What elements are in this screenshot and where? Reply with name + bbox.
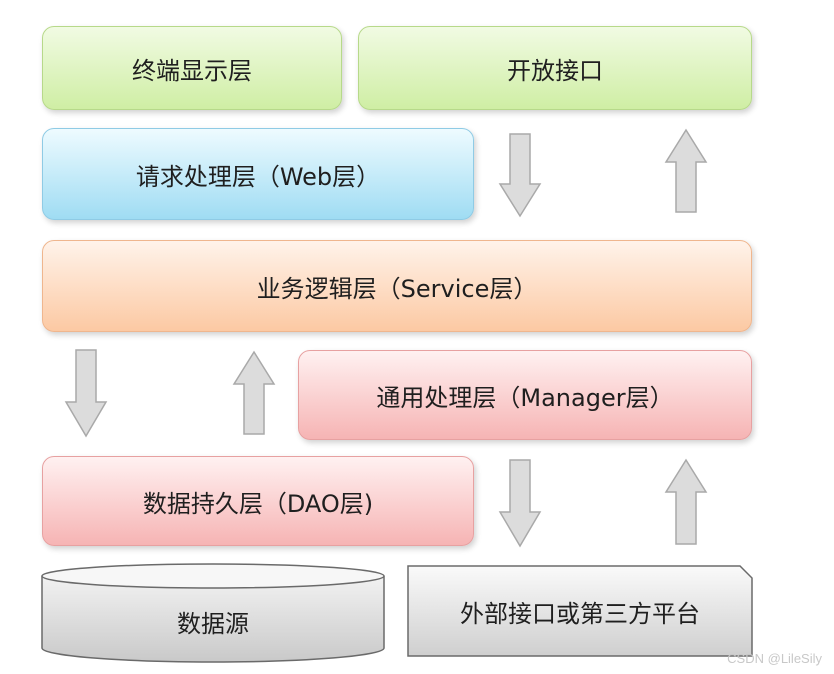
terminal-display-layer: 终端显示层	[42, 26, 342, 110]
web-layer-label: 请求处理层（Web层）	[135, 162, 381, 191]
open-api-layer-label: 开放接口	[507, 56, 603, 85]
datasource-cylinder-icon	[41, 563, 385, 663]
external-box-shape	[407, 565, 753, 657]
manager-layer: 通用处理层（Manager层）	[298, 350, 752, 440]
terminal-display-layer-label: 终端显示层	[132, 56, 252, 85]
external-layer: 外部接口或第三方平台	[406, 564, 754, 658]
service-layer: 业务逻辑层（Service层）	[42, 240, 752, 332]
arrow-up-icon	[664, 128, 708, 213]
datasource-label: 数据源	[177, 609, 249, 638]
arrow-down-icon	[64, 349, 108, 438]
watermark: CSDN @LileSily	[727, 651, 822, 666]
web-layer: 请求处理层（Web层）	[42, 128, 474, 220]
arrow-down-icon	[498, 459, 542, 548]
open-api-layer: 开放接口	[358, 26, 752, 110]
datasource-label-wrap: 数据源	[38, 590, 388, 652]
dao-layer: 数据持久层（DAO层)	[42, 456, 474, 546]
arrow-down-icon	[498, 133, 542, 218]
arrow-up-icon	[664, 458, 708, 545]
service-layer-label: 业务逻辑层（Service层）	[256, 274, 538, 303]
external-layer-label: 外部接口或第三方平台	[460, 599, 700, 628]
dao-layer-label: 数据持久层（DAO层)	[142, 489, 374, 518]
manager-layer-label: 通用处理层（Manager层）	[376, 383, 674, 412]
arrow-up-icon	[232, 350, 276, 435]
